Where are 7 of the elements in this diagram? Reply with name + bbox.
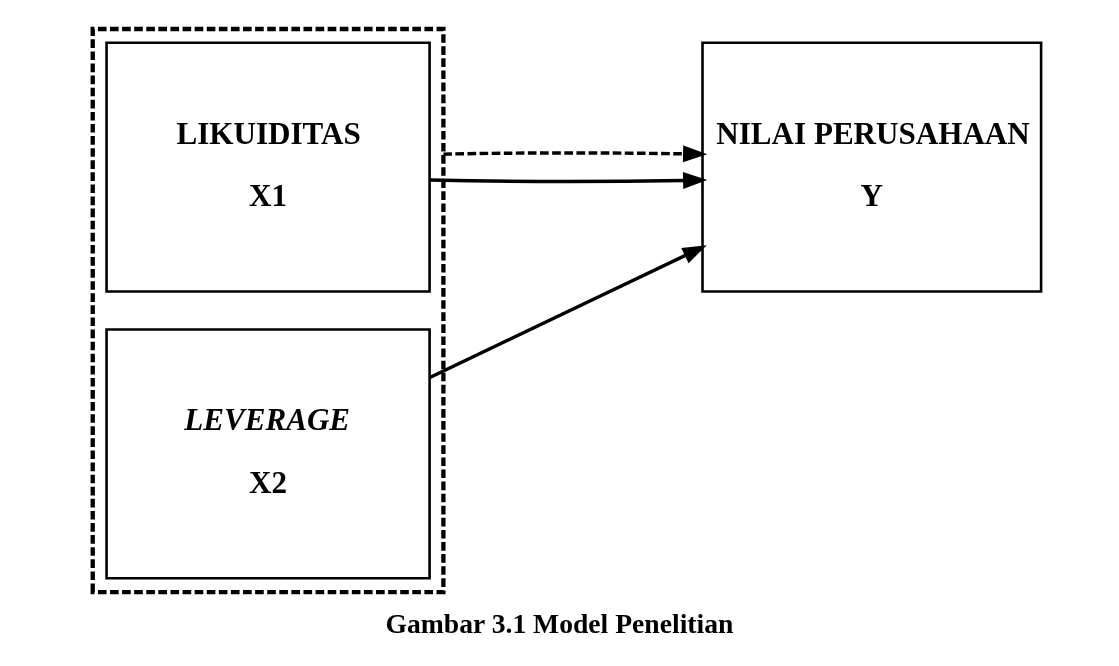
arrow [442, 145, 707, 163]
node-box: LEVERAGE X2 [104, 328, 431, 580]
node-box: NILAI PERUSAHAAN Y [700, 41, 1042, 293]
arrow [429, 172, 707, 189]
caption: Gambar 3.1 Model Penelitian [385, 608, 733, 640]
node-box: LIKUIDITAS X1 [104, 41, 431, 293]
cluster [90, 26, 446, 595]
